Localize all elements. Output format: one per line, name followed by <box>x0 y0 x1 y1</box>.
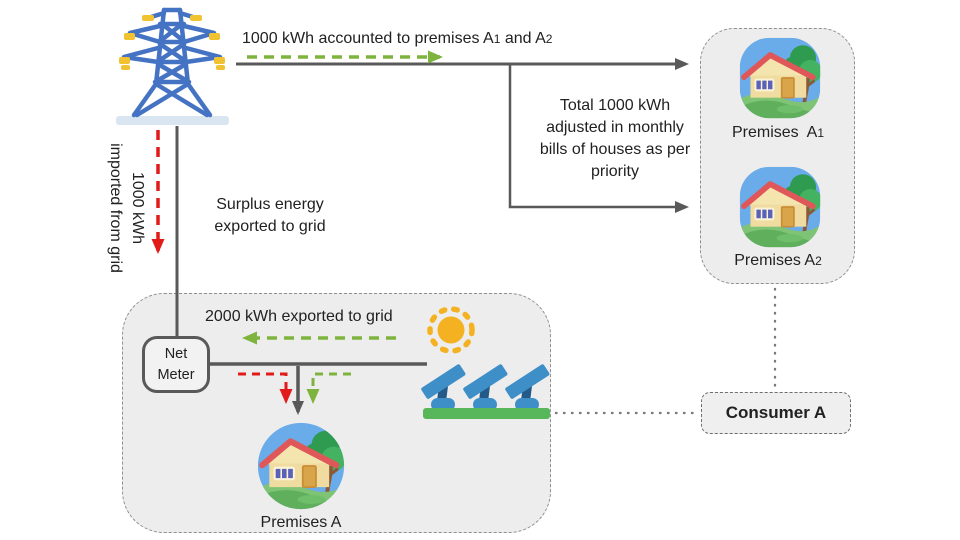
premises-a2-sub: 2 <box>815 254 822 268</box>
premises-a2-label: Premises A2 <box>710 250 846 272</box>
net-meter-label: Net Meter <box>157 346 195 383</box>
premises-a1-label: Premises A1 <box>710 122 846 144</box>
accounted-label: 1000 kWh accounted to premises A1 and A2 <box>242 28 552 50</box>
house-icon-premises-a1 <box>739 37 821 119</box>
premises-a1-text: Premises A <box>731 124 818 141</box>
house-icon-premises-a2 <box>739 166 821 248</box>
adjusted-label: Total 1000 kWh adjusted in monthly bills… <box>539 97 691 180</box>
premises-a1-sub: 1 <box>817 126 825 140</box>
premises-a-label: Premises A <box>260 514 342 531</box>
accounted-label-text: 1000 kWh accounted to premises A <box>242 30 494 47</box>
sun-icon <box>427 306 475 354</box>
exported-2000-label: 2000 kWh exported to grid <box>205 308 393 325</box>
accounted-sub2: 2 <box>545 32 553 46</box>
accounted-label-mid: and A <box>500 30 546 47</box>
surplus-label: Surplus energy exported to grid <box>214 196 326 235</box>
net-meter-box: Net Meter <box>142 336 210 393</box>
imported-label: 1000 kWh imported from grid <box>107 143 146 273</box>
consumer-a-label: Consumer A <box>725 403 827 422</box>
accounted-sub1: 1 <box>493 32 501 46</box>
transmission-tower-icon <box>116 7 229 125</box>
consumer-a-box: Consumer A <box>701 392 851 434</box>
premises-a2-text: Premises A <box>734 252 816 269</box>
solar-panels-icon <box>421 306 550 419</box>
house-icon-premises-a <box>257 422 345 510</box>
